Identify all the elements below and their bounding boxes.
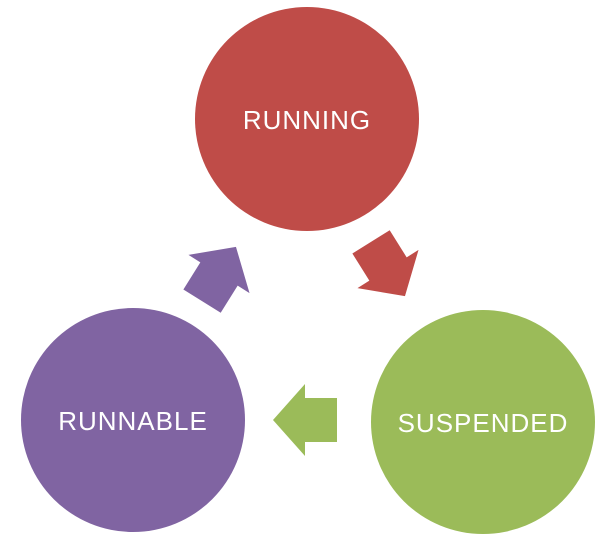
node-runnable: RUNNABLE <box>21 308 245 532</box>
arrow-suspended-to-runnable-icon <box>273 384 337 456</box>
node-suspended-circle <box>371 310 595 534</box>
node-runnable-circle <box>21 308 245 532</box>
arrow-running-to-suspended-icon <box>352 230 419 297</box>
node-runnable-label: RUNNABLE <box>58 406 208 436</box>
node-running-label: RUNNING <box>243 105 371 135</box>
node-running: RUNNING <box>195 7 419 231</box>
arrow-runnable-to-running-icon <box>183 246 250 313</box>
node-suspended-label: SUSPENDED <box>398 408 569 438</box>
node-running-circle <box>195 7 419 231</box>
node-suspended: SUSPENDED <box>371 310 595 534</box>
